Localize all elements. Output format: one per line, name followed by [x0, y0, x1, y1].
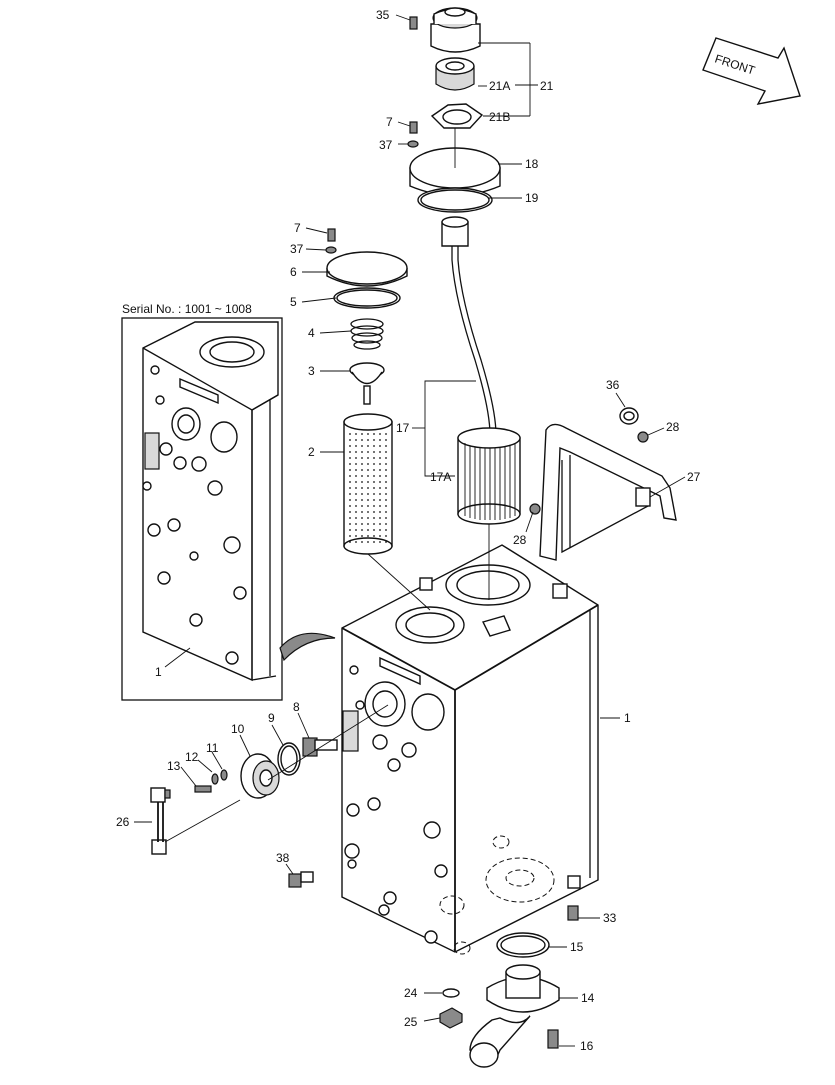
bolt-33 — [567, 905, 579, 921]
callout-37: 37 — [379, 138, 393, 152]
level-gauge-26 — [150, 787, 171, 855]
leader-lines — [134, 14, 686, 1047]
callout-24: 24 — [404, 986, 418, 1000]
valve-3 — [349, 362, 385, 405]
callout-7b: 7 — [294, 221, 301, 235]
top-cover — [409, 128, 501, 213]
breather-cap — [409, 7, 484, 129]
washer-37-mid — [325, 246, 337, 254]
front-arrow-icon: FRONT — [702, 37, 801, 105]
washer-11 — [220, 769, 228, 781]
callout-36: 36 — [606, 378, 620, 392]
callout-7: 7 — [386, 115, 393, 129]
callout-3: 3 — [308, 364, 315, 378]
callout-21: 21 — [540, 79, 554, 93]
washer-37-top — [407, 140, 419, 148]
bracket-27 — [529, 407, 677, 561]
callout-1-inset: 1 — [155, 665, 162, 679]
o-ring-24 — [442, 988, 460, 998]
callout-21a: 21A — [489, 79, 510, 93]
callout-37b: 37 — [290, 242, 304, 256]
filter-element-17a — [457, 427, 521, 525]
return-pipe — [441, 216, 497, 436]
callout-21b: 21B — [489, 110, 510, 124]
callout-6: 6 — [290, 265, 297, 279]
callout-26: 26 — [116, 815, 130, 829]
callout-10: 10 — [231, 722, 245, 736]
suction-pipe-14 — [469, 964, 560, 1068]
callout-18: 18 — [525, 157, 539, 171]
callout-33: 33 — [603, 911, 617, 925]
callout-16: 16 — [580, 1039, 594, 1053]
main-tank — [341, 544, 599, 955]
callout-labels: 35 21A 21 21B 7 37 18 19 7 37 6 5 4 3 2 … — [116, 8, 701, 1053]
callout-19: 19 — [525, 191, 539, 205]
callout-2: 2 — [308, 445, 315, 459]
callout-28b: 28 — [513, 533, 527, 547]
callout-8: 8 — [293, 700, 300, 714]
strainer-2 — [343, 413, 393, 555]
callout-25: 25 — [404, 1015, 418, 1029]
callout-35: 35 — [376, 8, 390, 22]
callout-9: 9 — [268, 711, 275, 725]
callout-17: 17 — [396, 421, 410, 435]
callout-13: 13 — [167, 759, 181, 773]
callout-14: 14 — [581, 991, 595, 1005]
callout-4: 4 — [308, 326, 315, 340]
flange-10 — [240, 753, 280, 799]
serial-inset-box: Serial No. : 1001 ~ 1008 — [121, 302, 283, 701]
washer-12 — [211, 773, 219, 785]
bolt-7-mid — [327, 228, 336, 242]
spring-4 — [350, 318, 384, 350]
callout-11: 11 — [206, 741, 219, 755]
inset-pointer-arrow — [279, 632, 336, 662]
callout-27: 27 — [687, 470, 701, 484]
bolt-16 — [547, 1029, 559, 1049]
serial-note: Serial No. : 1001 ~ 1008 — [122, 302, 252, 316]
callout-28: 28 — [666, 420, 680, 434]
callout-5: 5 — [290, 295, 297, 309]
bolt-13 — [194, 785, 212, 793]
plug-25 — [439, 1007, 463, 1029]
strainer-cover-6 — [326, 251, 408, 309]
callout-1: 1 — [624, 711, 631, 725]
callout-17a: 17A — [430, 470, 451, 484]
callout-12: 12 — [185, 750, 199, 764]
drain-plug-38 — [288, 871, 314, 888]
callout-15: 15 — [570, 940, 584, 954]
bolt-7-top — [409, 121, 418, 134]
callout-38: 38 — [276, 851, 290, 865]
